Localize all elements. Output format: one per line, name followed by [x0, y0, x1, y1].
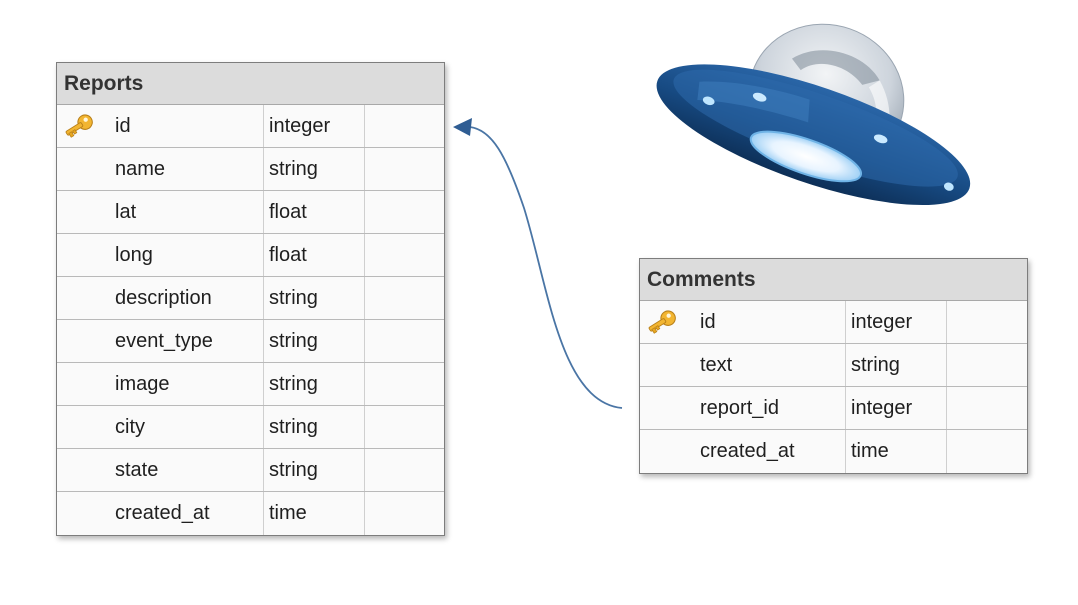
table-row: id integer — [57, 105, 444, 148]
key-icon — [65, 114, 93, 138]
column-type: string — [263, 320, 365, 362]
relationship-connector — [469, 126, 623, 409]
column-extra — [364, 277, 444, 319]
table-row: created_at time — [57, 492, 444, 535]
table-row: long float — [57, 234, 444, 277]
table-body: id integer name string lat float long fl… — [57, 105, 444, 535]
column-extra — [364, 492, 444, 535]
column-name: city — [115, 416, 145, 438]
column-type: string — [263, 406, 365, 448]
column-type: time — [845, 430, 947, 473]
table-title: Comments — [640, 259, 1027, 301]
column-name: long — [115, 244, 153, 266]
table-row: lat float — [57, 191, 444, 234]
table-title: Reports — [57, 63, 444, 105]
column-extra — [946, 387, 1027, 429]
column-type: string — [263, 449, 365, 491]
table-row: report_id integer — [640, 387, 1027, 430]
table-body: id integer text string report_id integer… — [640, 301, 1027, 473]
column-name: report_id — [700, 397, 779, 419]
column-extra — [364, 105, 444, 147]
column-name: name — [115, 158, 166, 180]
column-type: string — [263, 148, 365, 190]
column-extra — [364, 234, 444, 276]
column-extra — [364, 320, 444, 362]
key-icon — [648, 310, 676, 334]
table-row: event_type string — [57, 320, 444, 363]
key-cell — [57, 105, 109, 147]
column-extra — [364, 191, 444, 233]
column-name: event_type — [115, 330, 213, 352]
column-name: id — [700, 311, 716, 333]
column-extra — [364, 148, 444, 190]
column-type: float — [263, 234, 365, 276]
column-extra — [946, 344, 1027, 386]
key-cell — [640, 301, 692, 343]
column-name: text — [700, 354, 733, 376]
table-row: city string — [57, 406, 444, 449]
table-row: image string — [57, 363, 444, 406]
column-type: time — [263, 492, 365, 535]
column-type: float — [263, 191, 365, 233]
comments-table: Comments id integer text — [639, 258, 1028, 474]
table-row: state string — [57, 449, 444, 492]
column-name: created_at — [700, 440, 795, 462]
reports-table: Reports id integer name s — [56, 62, 445, 536]
table-row: description string — [57, 277, 444, 320]
ufo-icon — [656, 23, 971, 206]
table-row: name string — [57, 148, 444, 191]
table-row: id integer — [640, 301, 1027, 344]
column-type: string — [263, 277, 365, 319]
column-extra — [364, 406, 444, 448]
column-type: integer — [845, 387, 947, 429]
column-type: integer — [845, 301, 947, 343]
table-row: created_at time — [640, 430, 1027, 473]
column-name: image — [115, 373, 170, 395]
column-type: integer — [263, 105, 365, 147]
column-name: description — [115, 287, 212, 309]
table-row: text string — [640, 344, 1027, 387]
column-type: string — [263, 363, 365, 405]
column-name: state — [115, 459, 159, 481]
column-type: string — [845, 344, 947, 386]
column-extra — [364, 363, 444, 405]
arrowhead-icon — [453, 118, 472, 136]
column-name: id — [115, 115, 131, 137]
column-extra — [946, 430, 1027, 473]
column-extra — [364, 449, 444, 491]
column-extra — [946, 301, 1027, 343]
column-name: lat — [115, 201, 137, 223]
column-name: created_at — [115, 502, 210, 524]
